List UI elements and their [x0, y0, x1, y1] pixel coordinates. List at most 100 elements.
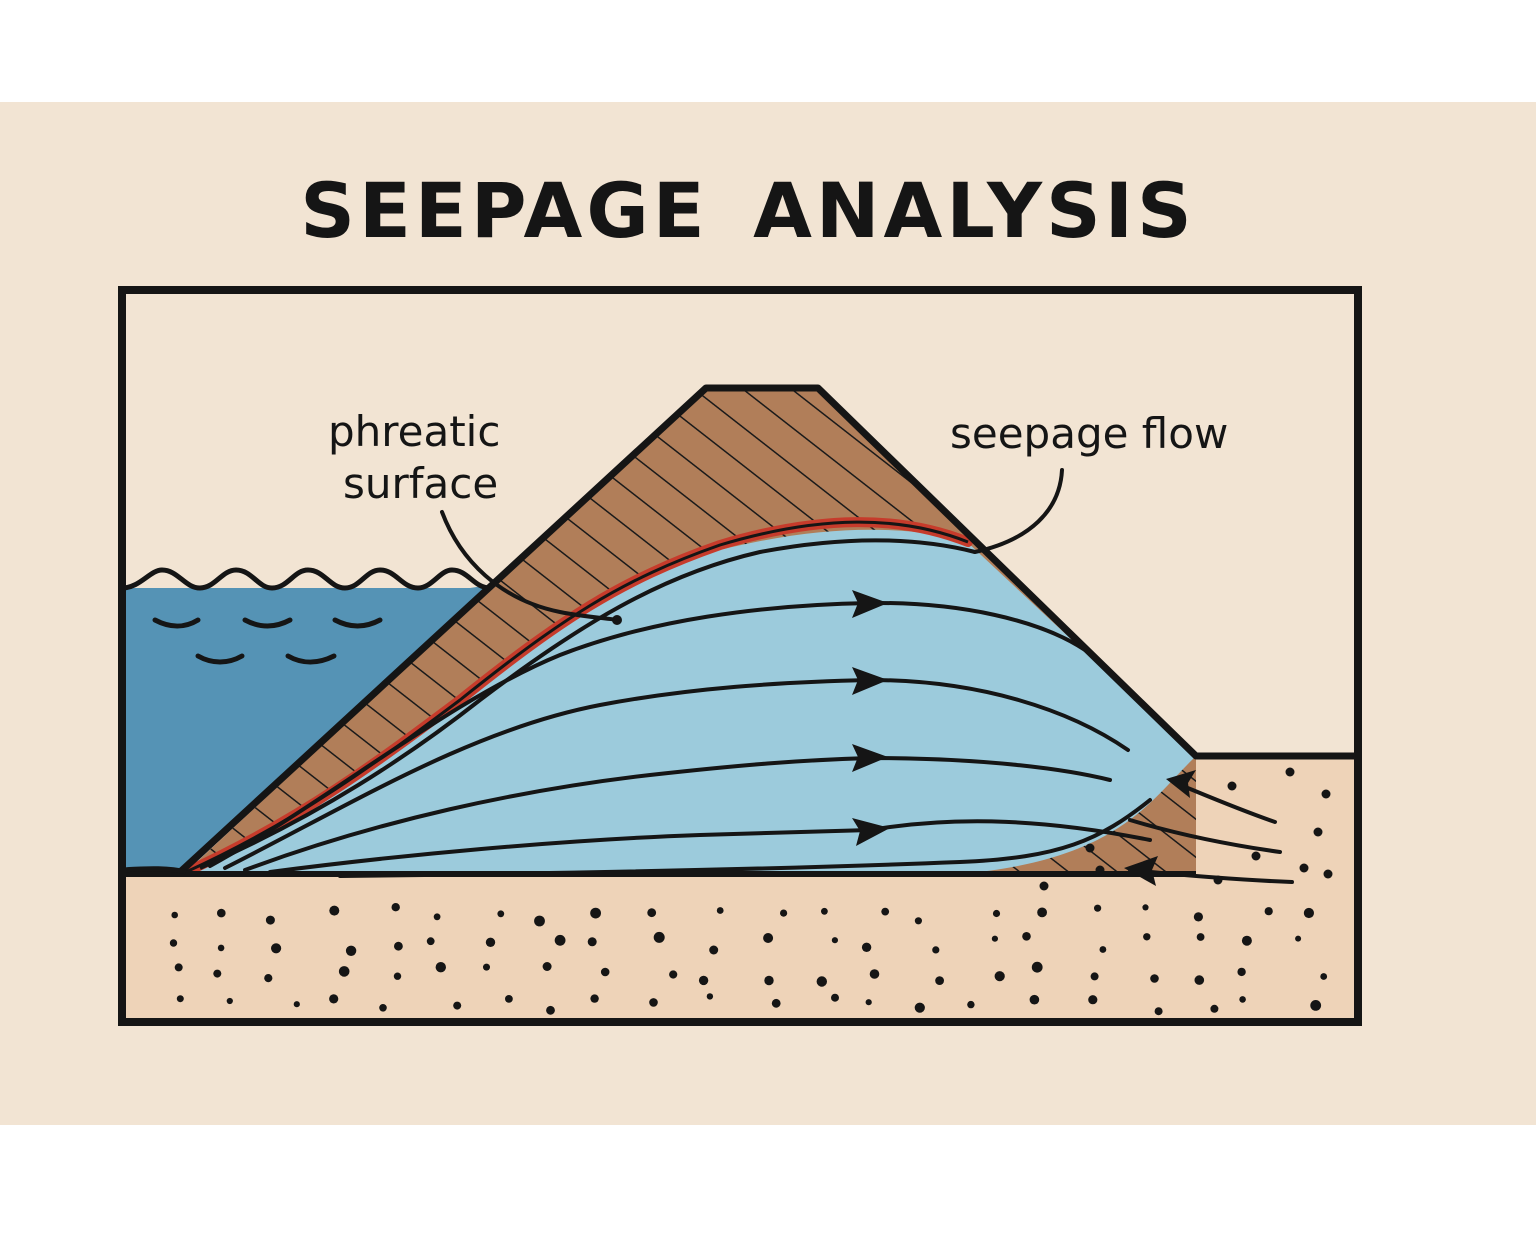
soil-dot: [217, 944, 225, 952]
seepage-boundary: [199, 538, 976, 870]
soil-dot: [821, 907, 828, 915]
arrowhead: [852, 818, 890, 846]
soil-dot: [1323, 869, 1333, 879]
soil-dot: [649, 998, 658, 1007]
soil-dot: [991, 935, 999, 942]
soil-dot: [1303, 907, 1314, 919]
ripple: [285, 653, 337, 665]
water-ripples: [152, 617, 383, 665]
soil-dot: [914, 1002, 925, 1013]
soil-dot: [865, 999, 872, 1006]
soil-dot: [706, 993, 714, 1000]
soil-dot: [169, 939, 178, 947]
soil-dot: [1320, 973, 1328, 980]
soil-dot: [1285, 767, 1295, 777]
soil-dot: [1210, 1004, 1219, 1013]
diagram-frame: [118, 286, 1362, 1026]
soil-dot: [587, 937, 597, 947]
label-surface: surface: [343, 459, 498, 508]
ripple: [242, 617, 293, 629]
soil-dot: [329, 905, 340, 916]
soil-dot: [391, 903, 400, 912]
soil-dot: [600, 967, 610, 977]
soil-dot: [716, 907, 724, 914]
flow-line: [208, 600, 1087, 868]
soil-dot: [534, 915, 545, 927]
soil-dot: [345, 945, 357, 956]
soil-dot: [453, 1001, 462, 1010]
ripple: [332, 617, 383, 629]
entry-flow-line: [1128, 818, 1282, 854]
soil-dot: [780, 909, 788, 917]
soil-dot: [653, 931, 665, 943]
soil-dot: [1237, 967, 1246, 977]
soil-dot: [831, 993, 839, 1002]
soil-dot: [329, 994, 339, 1004]
soil-dot: [1039, 881, 1049, 891]
soil-dot: [1142, 904, 1149, 911]
soil-dot: [1031, 961, 1043, 973]
seepage-zone: [186, 529, 1196, 874]
soil-dot: [1037, 907, 1047, 918]
soil-dot: [647, 908, 657, 918]
label-seepage-flow: seepage flow: [950, 409, 1228, 458]
soil-dot: [338, 966, 350, 977]
soil-dot: [213, 969, 222, 978]
soil-dot: [1251, 851, 1261, 861]
soil-dot: [433, 913, 441, 921]
soil-dot: [1196, 933, 1205, 941]
soil-dot: [546, 1005, 555, 1015]
soil-dot: [1194, 975, 1205, 985]
soil-dot: [485, 937, 496, 947]
soil-dot: [505, 995, 513, 1003]
soil-dot: [542, 962, 552, 971]
soil-dot: [763, 933, 774, 943]
soil-dot: [816, 976, 827, 987]
flow-line: [223, 677, 1130, 870]
soil-dot: [1193, 912, 1203, 922]
phreatic-leader-line: [440, 510, 620, 622]
ripple: [152, 617, 201, 629]
arrowhead: [852, 667, 888, 695]
soil-dot: [1313, 827, 1323, 837]
soil-dot: [1094, 904, 1102, 912]
soil-dot: [176, 995, 184, 1003]
soil-dot: [1088, 995, 1098, 1005]
soil-dot: [669, 970, 678, 979]
soil-dot: [1239, 996, 1246, 1003]
soil-dot: [764, 975, 774, 986]
soil-dot: [174, 963, 183, 972]
soil-dot: [914, 917, 923, 925]
soil-dot: [1150, 974, 1159, 983]
soil-dot: [293, 1001, 300, 1008]
reservoir-edge: [122, 866, 187, 875]
arrowhead: [852, 744, 888, 772]
soil-dot: [1154, 1007, 1163, 1016]
flow-arrowheads: [852, 590, 1196, 886]
soil-dot: [994, 971, 1005, 982]
soil-dot: [935, 976, 944, 985]
soil-dot: [393, 972, 402, 980]
soil-texture: [169, 767, 1333, 1016]
arrowhead: [852, 590, 888, 618]
soil-dot: [967, 1000, 975, 1009]
soil-dot: [1310, 1000, 1322, 1011]
soil-dot: [698, 975, 709, 986]
soil-dot: [271, 943, 282, 954]
soil-dot: [264, 974, 273, 983]
soil-dot: [771, 998, 781, 1008]
soil-dot: [1213, 875, 1223, 885]
soil-dot: [1099, 946, 1107, 953]
soil-dot: [379, 1004, 387, 1012]
reservoir-water: [122, 585, 490, 872]
soil-dot: [217, 908, 226, 918]
soil-dot: [831, 937, 839, 944]
soil-dot: [1095, 865, 1105, 875]
diagram-title: SEEPAGE ANALYSIS: [300, 166, 1196, 255]
soil-dot: [1085, 843, 1095, 853]
flow-line: [243, 755, 1112, 872]
water-surface-waves: [122, 567, 491, 591]
soil-dot: [483, 963, 490, 971]
